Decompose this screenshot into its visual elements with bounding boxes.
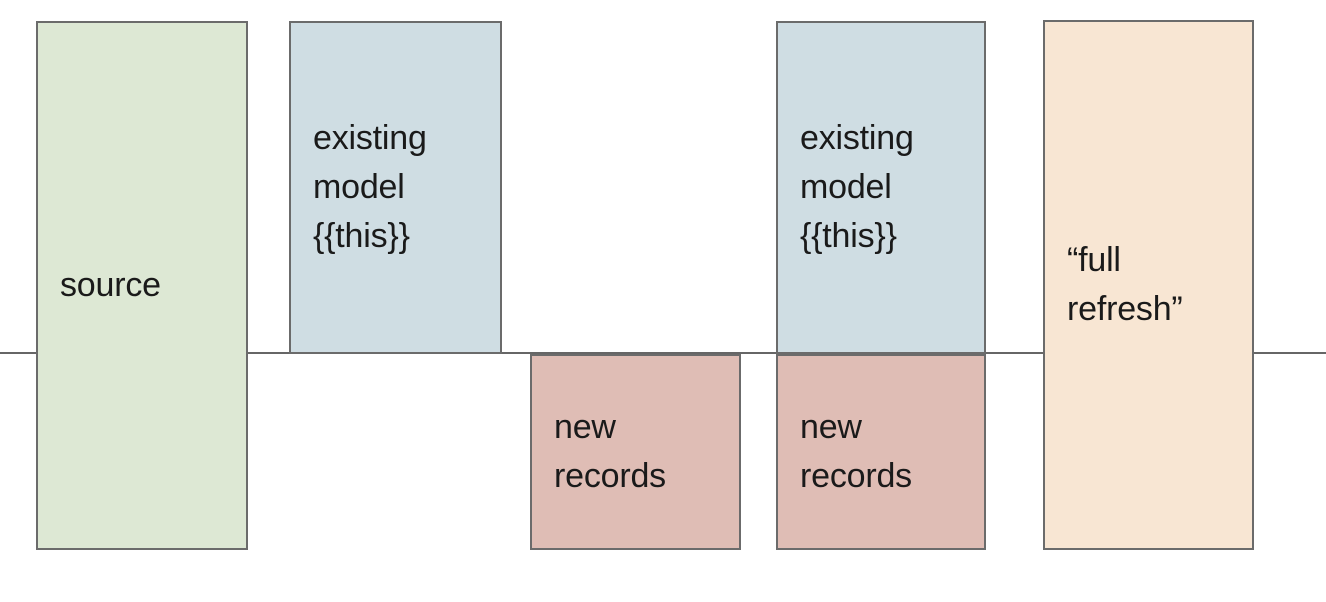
horizontal-axis-line (0, 352, 1326, 354)
box-new-records-1-label: new records (554, 408, 666, 495)
box-source[interactable]: source (36, 21, 248, 550)
box-new-records-2[interactable]: new records (776, 354, 986, 550)
box-full-refresh-label: “full refresh” (1067, 241, 1183, 328)
box-full-refresh[interactable]: “full refresh” (1043, 20, 1254, 550)
box-new-records-2-label: new records (800, 408, 912, 495)
box-existing-model-1[interactable]: existing model {{this}} (289, 21, 502, 354)
box-existing-model-2[interactable]: existing model {{this}} (776, 21, 986, 354)
box-source-label: source (60, 266, 161, 304)
box-existing-model-2-label: existing model {{this}} (800, 119, 914, 255)
box-new-records-1[interactable]: new records (530, 354, 741, 550)
box-existing-model-1-label: existing model {{this}} (313, 119, 427, 255)
